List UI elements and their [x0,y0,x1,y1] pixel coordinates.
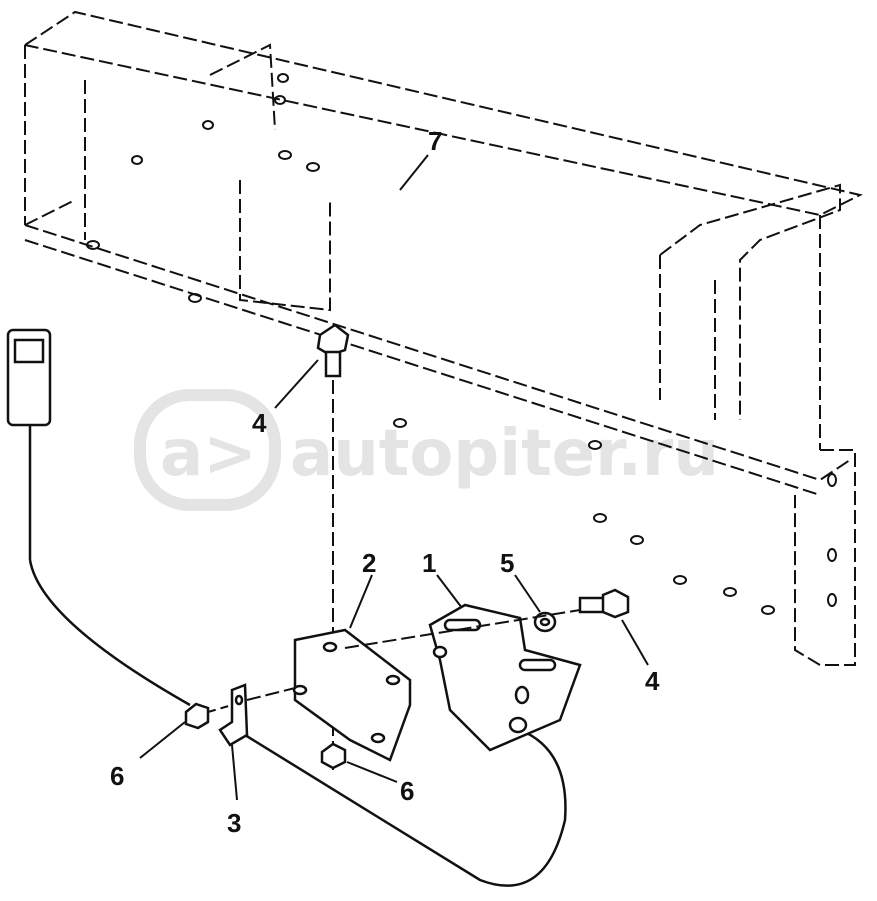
watermark: a> autopiter.ru [134,389,719,511]
sensor-1 [428,603,582,752]
callout-3: 3 [227,808,241,838]
callout-4-top: 4 [252,408,267,438]
svg-text:autopiter.ru: autopiter.ru [290,417,719,491]
nut-bottom [320,742,347,770]
clip-3 [218,683,296,747]
bracket-2 [292,628,412,762]
frame-crossmember [24,10,863,666]
sensor-connector [6,328,567,887]
callout-7: 7 [428,126,442,156]
frame-holes [86,73,837,615]
svg-text:a>: a> [160,417,257,491]
callout-4-right: 4 [645,666,660,696]
bolt-right [344,588,630,649]
leader-lines [139,154,649,801]
callout-1: 1 [422,548,436,578]
callout-2: 2 [362,548,376,578]
washer-5 [533,611,557,633]
callout-6-left: 6 [110,761,124,791]
nut-left [184,702,233,730]
callout-5: 5 [500,548,514,578]
callout-6-bottom: 6 [400,776,414,806]
